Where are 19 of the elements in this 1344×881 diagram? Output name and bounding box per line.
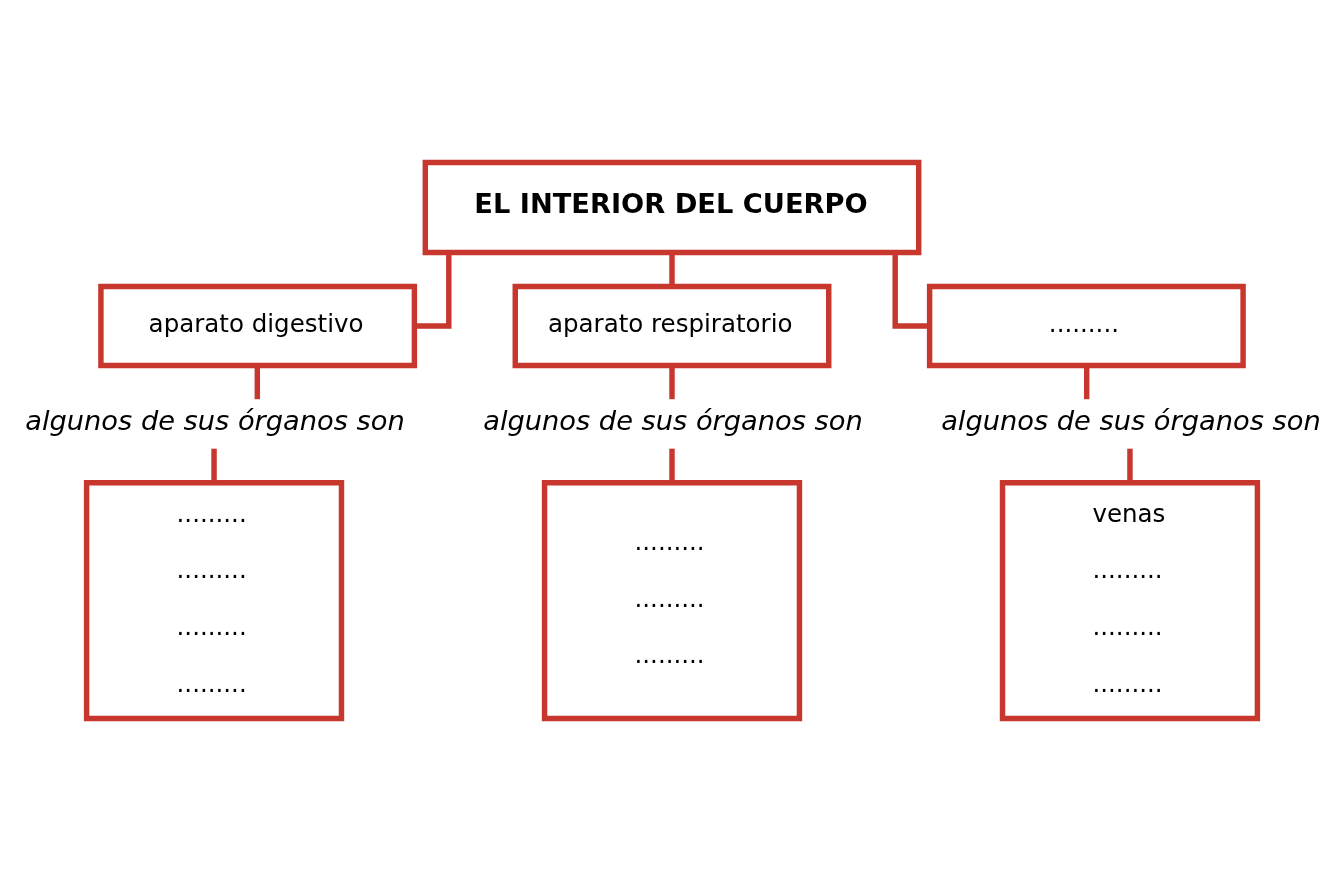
node-box: aparato digestivo: [98, 283, 418, 369]
connector: [414, 252, 452, 329]
connector: [669, 252, 675, 287]
connector: [1127, 448, 1133, 483]
node-text: algunos de sus órganos son: [25, 404, 405, 436]
node-text: algunos de sus órganos son: [941, 404, 1321, 436]
node-box: venas ......... ......... .........: [999, 480, 1261, 722]
node-text: algunos de sus órganos son: [483, 404, 863, 436]
node-box: aparato respiratorio: [512, 283, 832, 369]
connector: [254, 365, 261, 400]
connector: [669, 448, 675, 483]
connector: [669, 365, 675, 400]
connector: [1083, 365, 1090, 400]
node-box: ......... ......... ......... .........: [83, 480, 345, 722]
connector: [892, 252, 930, 329]
node-box: .........: [926, 283, 1246, 369]
node-box: ......... ......... .........: [541, 480, 803, 722]
connector: [211, 448, 217, 483]
node-box: EL INTERIOR DEL CUERPO: [422, 159, 922, 256]
